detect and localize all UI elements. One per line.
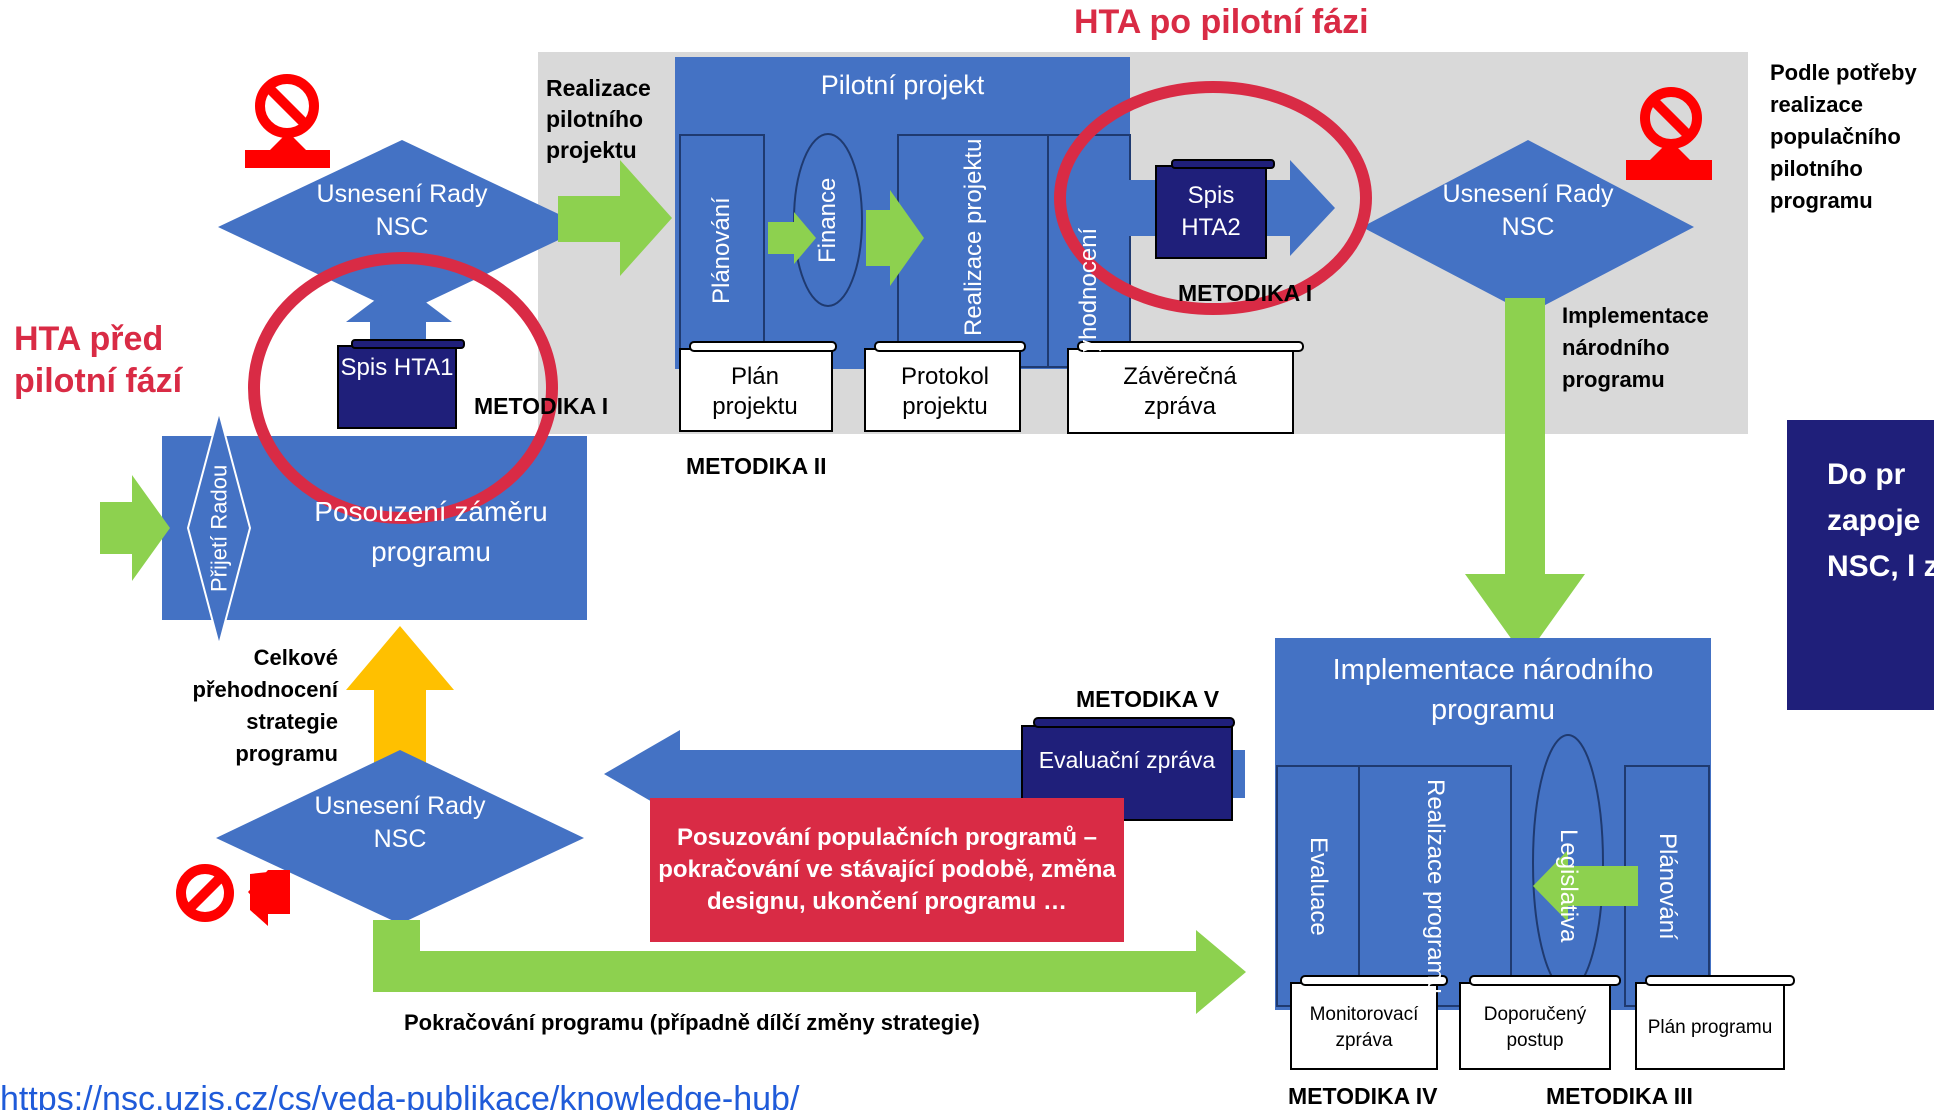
doc-monitorovaci-zprava-label: Monitorovací zpráva [1309, 1004, 1419, 1051]
decision-diamond-top-right [1362, 140, 1694, 314]
metodika-iii-label: METODIKA III [1546, 1083, 1693, 1109]
green-arrow-continuation [373, 920, 1246, 1014]
pilot-phase-planovani: Plánování [708, 197, 735, 305]
doc-zaverecna-zprava-label: Závěrečná zpráva [1123, 363, 1237, 420]
green-arrow-into-assessment [100, 475, 170, 581]
evaluation-doc-label: Evaluační zpráva [1038, 747, 1216, 773]
metodika-v-label: METODIKA V [1076, 686, 1220, 712]
pokracovani-programu-label: Pokračování programu (případně dílčí změ… [404, 1010, 980, 1035]
hta1-label: Spis HTA1 [340, 354, 454, 381]
hta1-document-icon [337, 339, 465, 429]
green-arrow-finance-realizace [866, 190, 924, 286]
highlight-circle-hta1 [248, 252, 558, 524]
metodika-iv-label: METODIKA IV [1288, 1083, 1438, 1109]
doc-protokol-projektu [864, 341, 1026, 432]
accept-diamond [186, 408, 252, 649]
side-note-text: Do pr zapoje NSC, l z [1827, 458, 1934, 583]
hta2-document-icon [1155, 159, 1275, 259]
pilot-phase-realizace: Realizace projektu [960, 138, 987, 336]
national-phase-realizace: Realizace programu [1422, 778, 1449, 994]
side-note-box [1787, 420, 1934, 710]
no-entry-icon-bottom-left [176, 858, 290, 926]
celkove-prehodnoceni-label: Celkové přehodnocení strategie programu [192, 645, 338, 766]
green-arrow-planovani-finance [768, 212, 816, 264]
no-entry-icon-top-left [245, 74, 330, 168]
hta-before-pilot-title: HTA před pilotní fází [14, 320, 183, 400]
doc-plan-projektu-label: Plán projektu [712, 363, 798, 420]
implementace-narodniho-label: Implementace národního programu [1562, 303, 1709, 392]
metodika-ii-label: METODIKA II [686, 453, 827, 479]
national-phase-evaluace: Evaluace [1305, 836, 1332, 936]
doc-plan-projektu [679, 341, 837, 432]
decision-bottom-left-label: Usnesení Rady NSC [314, 792, 486, 853]
metodika-i-right-label: METODIKA I [1178, 280, 1313, 306]
pilot-phase-vyhodnoceni: Vyhodnocení [1075, 227, 1102, 367]
national-phase-evaluace-box [1276, 765, 1360, 1007]
accept-by-board-label: Přijetí Radou [206, 464, 232, 592]
green-arrow-national-left [1533, 850, 1638, 922]
national-phase-realizace-box [1358, 765, 1512, 1007]
doc-plan-programu [1635, 975, 1795, 1070]
yellow-up-arrow [346, 626, 454, 772]
highlight-circle-hta2 [1054, 81, 1372, 315]
doc-zaverecna-zprava [1067, 341, 1304, 434]
decision-top-left-label: Usnesení Rady NSC [316, 180, 488, 241]
national-phase-legislativa: Legislativa [1555, 829, 1582, 943]
decision-diamond-top-left [218, 140, 586, 314]
knowledge-hub-link[interactable]: https://nsc.uzis.cz/cs/veda-publikace/kn… [0, 1080, 800, 1110]
doc-monitorovaci-zprava [1290, 975, 1448, 1070]
national-program-title: Implementace národního programu [1332, 654, 1654, 726]
green-down-arrow-implementation [1465, 298, 1585, 658]
national-phase-planovani: Plánování [1654, 832, 1681, 940]
realizace-pilotniho-label: Realizace pilotního projektu [546, 75, 651, 163]
hta2-label: Spis HTA2 [1181, 182, 1241, 241]
pilot-phase-finance: Finance [814, 177, 841, 263]
podle-potreby-label: Podle potřeby realizace populačního pilo… [1770, 60, 1917, 213]
doc-doporuceny-postup [1459, 975, 1621, 1070]
red-assessment-text: Posuzování populačních programů – pokrač… [658, 824, 1116, 915]
decision-diamond-bottom-left [216, 750, 584, 924]
pilot-project-title: Pilotní projekt [820, 70, 985, 100]
assessment-title: Posouzení záměru programu [314, 496, 548, 567]
decision-top-right-label: Usnesení Rady NSC [1442, 180, 1614, 241]
no-entry-icon-top-right [1626, 87, 1712, 180]
doc-doporuceny-postup-label: Doporučený postup [1483, 1004, 1587, 1051]
doc-plan-programu-label: Plán programu [1647, 1017, 1773, 1038]
green-arrow-to-pilot [558, 160, 672, 276]
national-phase-planovani-box [1624, 765, 1710, 1007]
hta-after-pilot-title: HTA po pilotní fázi [1074, 3, 1369, 41]
metodika-i-left-label: METODIKA I [474, 393, 609, 419]
red-assessment-box [650, 798, 1124, 942]
doc-protokol-projektu-label: Protokol projektu [900, 363, 990, 420]
